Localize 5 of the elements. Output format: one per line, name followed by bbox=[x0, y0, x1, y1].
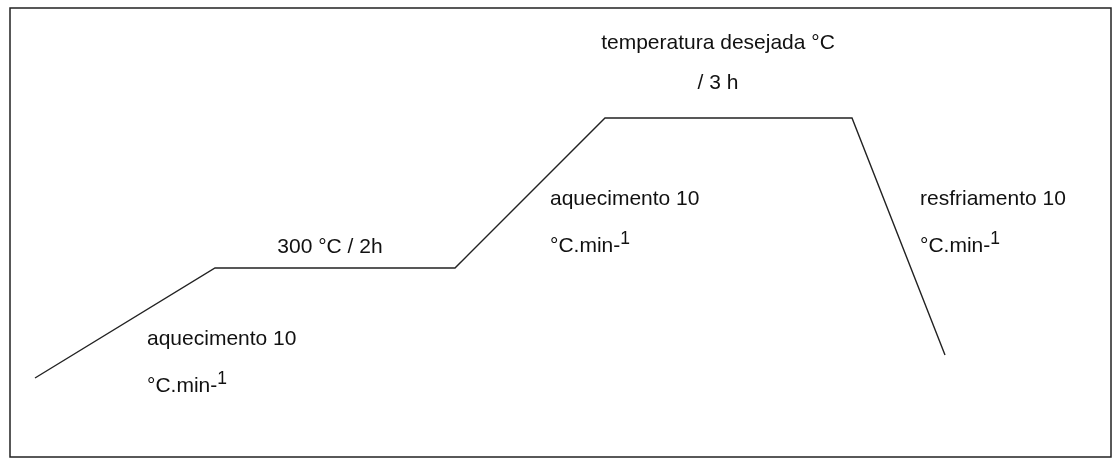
stage-label: aquecimento 10 °C.min-$^{1}$ bbox=[147, 325, 298, 398]
stage-label: aquecimento 10 °C.min-$^{1}$ bbox=[550, 185, 701, 258]
stage-label: temperatura desejada °C / 3 h bbox=[600, 29, 836, 95]
stage-label: resfriamento 10 °C.min-$^{1}$ bbox=[920, 185, 1067, 258]
stage-label: 300 °C / 2h bbox=[276, 233, 384, 259]
